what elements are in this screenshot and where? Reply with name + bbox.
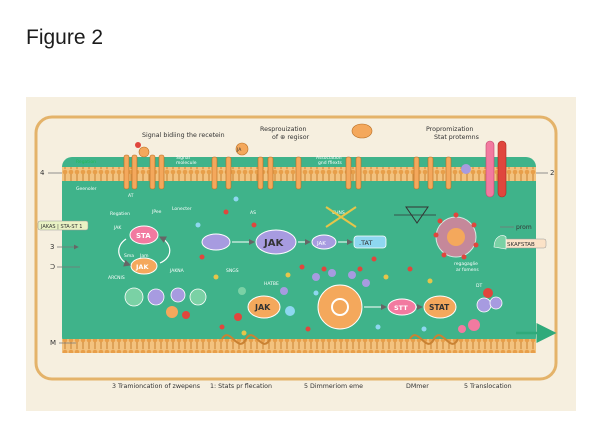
node-jak-lower-text: JAK bbox=[254, 303, 271, 312]
figure-title: Figure 2 bbox=[26, 26, 104, 49]
node-tat-text: .TAT bbox=[359, 239, 372, 247]
label-repro-1: Resprouization bbox=[260, 126, 307, 133]
label-proprom-2: Stat protemns bbox=[434, 134, 479, 141]
label-lonecter: Lonecter bbox=[172, 206, 192, 212]
label-jam: Jam bbox=[139, 253, 148, 259]
side-label-4: 4 bbox=[40, 169, 45, 177]
bottom-label-4: DMmer bbox=[406, 383, 429, 390]
node-sta bbox=[129, 225, 159, 245]
label-hatbe: HATBE bbox=[264, 281, 279, 287]
label-at: AT bbox=[128, 193, 134, 199]
label-dt: DT bbox=[476, 283, 482, 289]
label-sngs: SNGS bbox=[226, 268, 239, 274]
node-tat bbox=[353, 235, 387, 249]
diagram-frame bbox=[34, 115, 558, 381]
node-jak-lower bbox=[247, 295, 281, 319]
label-jpee: JPee bbox=[151, 209, 162, 215]
node-stt-text: STT bbox=[394, 304, 408, 312]
label-ass: AS bbox=[250, 210, 256, 216]
node-jak-center-text: JAK bbox=[263, 238, 284, 249]
label-sma: Sma bbox=[124, 253, 134, 259]
node-sta-text: STA bbox=[136, 232, 151, 240]
side-label-2: 2 bbox=[550, 169, 554, 177]
lower-membrane bbox=[62, 339, 536, 353]
tag-skafstab-text: SKAFSTAB bbox=[507, 242, 535, 248]
label-repro-2: of ⊕ regisor bbox=[272, 134, 310, 141]
label-geenoler: Geenoler bbox=[76, 186, 97, 192]
receptor-group-left bbox=[123, 142, 165, 190]
label-regation: Regation bbox=[76, 159, 96, 165]
label-signal-mol-1: Signal bbox=[176, 155, 190, 161]
bottom-label-2: 1: Stats pr flecation bbox=[210, 383, 272, 390]
label-signal-binding: Signal bidiing the recetein bbox=[142, 132, 225, 139]
side-label-c: ᑐ bbox=[50, 263, 55, 271]
diagram-panel: Signal bidiing the recetein Resprouizati… bbox=[26, 97, 576, 411]
label-regatien: Regatien bbox=[110, 211, 130, 217]
label-regaglie-2: ar fomens bbox=[456, 267, 479, 273]
node-jak-small-left bbox=[201, 233, 231, 251]
receptor-group-center: JA bbox=[211, 142, 302, 190]
receptor-group-right bbox=[345, 123, 507, 198]
tag-jak-stat bbox=[37, 220, 89, 231]
label-regaglie-1: regagaglie bbox=[454, 261, 478, 267]
node-jak-center bbox=[255, 229, 297, 255]
jak-stat-pathway-diagram: Signal bidiing the recetein Resprouizati… bbox=[34, 115, 558, 390]
label-association-2: gnd ffiexts bbox=[318, 160, 342, 166]
label-jak-small: JAK bbox=[113, 225, 122, 231]
label-chns: CHNS bbox=[332, 210, 345, 216]
bottom-label-1: 3 Tramioncation of zwepens bbox=[112, 383, 200, 390]
bottom-label-3: 5 Dimmeriom eme bbox=[304, 383, 363, 390]
bottom-label-5: 5 Translocation bbox=[464, 383, 512, 390]
side-label-3: 3 bbox=[50, 243, 54, 251]
node-jak-small-right-text: JAK bbox=[316, 241, 326, 247]
label-jakn: JAKNA bbox=[169, 268, 185, 274]
node-jak-left-text: JAK bbox=[135, 263, 149, 271]
node-stat-lower-text: STAT bbox=[429, 303, 450, 312]
node-jak-small-right bbox=[311, 234, 337, 250]
tag-jak-stat-text: JAKAS | STA-ST 1 bbox=[40, 224, 82, 230]
label-proprom-1: Propromization bbox=[426, 126, 473, 133]
label-arknis: ARCNIS bbox=[108, 275, 125, 281]
tag-prom: prom bbox=[516, 224, 532, 231]
side-label-m: M bbox=[50, 339, 56, 347]
label-signal-mol-2: molecule bbox=[176, 160, 197, 166]
node-stat-lower bbox=[423, 295, 457, 319]
label-association-1: Assoclation bbox=[316, 155, 342, 161]
node-ja: JA bbox=[236, 147, 242, 153]
